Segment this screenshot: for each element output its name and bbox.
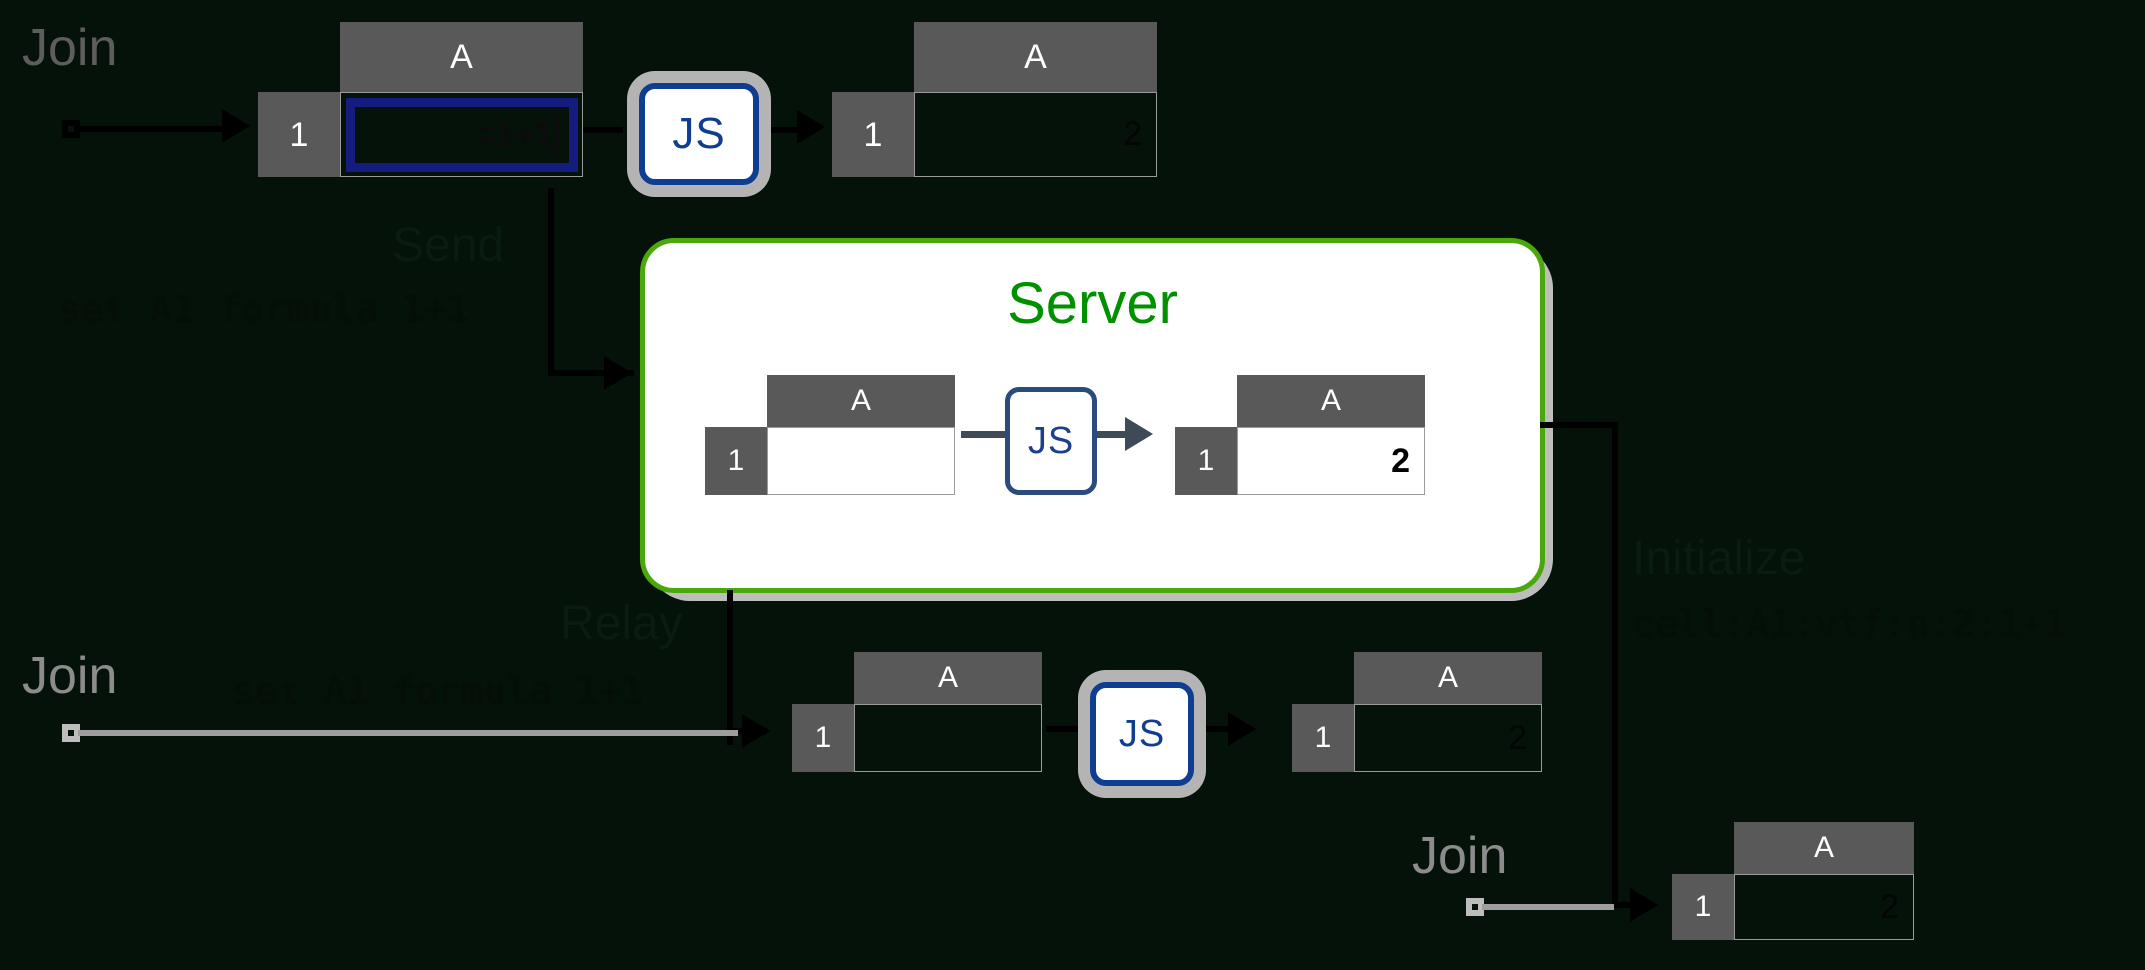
cell-a1-editing[interactable]: =1+1 [346,98,578,172]
column-header-a: A [854,652,1042,704]
join-marker-bottom [62,724,80,742]
row-header-1: 1 [258,92,340,177]
edge-bottom-sheet-to-js [1046,726,1090,732]
join-line-bottom [78,730,738,736]
cell-a1-new-client[interactable]: 2 [1734,874,1914,940]
sheet-bottom-after: A 1 2 [1292,652,1542,772]
relay-edge-arrowhead [742,714,770,748]
js-badge-top[interactable]: JS [639,83,759,185]
send-edge-arrowhead [604,356,632,390]
sheet-top-after: A 1 2 [832,22,1157,177]
join-arrowhead-top [222,109,250,143]
arrowhead-bottom-js [1228,712,1256,746]
arrowhead-top-js [797,110,825,144]
cell-a1-formula-text: =1+1 [475,115,553,154]
cell-a1-server-after[interactable]: 2 [1237,427,1425,495]
sheet-server-after: A 1 2 [1175,375,1425,495]
js-badge-bottom[interactable]: JS [1090,682,1194,786]
relay-edge-message: set A1 formula 1+1 [232,669,644,713]
column-header-a: A [767,375,955,427]
initialize-edge-hline-top [1540,422,1618,428]
relay-edge-vline [727,590,733,745]
join-label-top: Join [22,19,118,77]
join-marker-new [1466,898,1484,916]
cell-a1-server-before[interactable] [767,427,955,495]
edge-bottom-js-to-sheet [1196,726,1242,732]
server-panel: Server A 1 JS A 1 2 [640,238,1545,593]
column-header-a: A [914,22,1157,92]
join-line-new [1482,904,1614,910]
row-header-1: 1 [1292,704,1354,772]
row-header-1: 1 [832,92,914,177]
edge-server-js-to-sheet [1092,431,1142,438]
cell-a1-top-after[interactable]: 2 [914,92,1157,177]
arrowhead-server-js [1125,417,1153,451]
initialize-edge-arrowhead [1630,888,1658,922]
row-header-1: 1 [1672,874,1734,940]
column-header-a: A [1354,652,1542,704]
join-label-bottom: Join [22,647,118,705]
initialize-edge-vline [1612,422,1618,908]
column-header-a: A [1734,822,1914,874]
sheet-new-client: A 1 2 [1672,822,1914,940]
row-header-1: 1 [1175,427,1237,495]
js-badge-server[interactable]: JS [1005,387,1097,495]
cell-a1-top-before[interactable] [340,92,583,177]
edge-top-js-to-sheet [762,127,810,133]
column-header-a: A [1237,375,1425,427]
sheet-top-before: A 1 =1+1 [258,22,583,177]
edge-server-sheet-to-js [961,431,1007,438]
relay-edge-label: Relay [560,597,683,650]
column-header-a: A [340,22,583,92]
sheet-server-before: A 1 [705,375,955,495]
join-marker-top [62,120,80,138]
send-edge-label: Send [392,219,505,272]
row-header-1: 1 [705,427,767,495]
sheet-bottom-before: A 1 [792,652,1042,772]
send-edge-message: set A1 formula 1+1 [58,287,470,331]
join-label-new: Join [1412,827,1508,885]
initialize-edge-hline-bottom [1612,902,1647,908]
text-caret [556,118,559,152]
server-title: Server [1007,271,1178,336]
row-header-1: 1 [792,704,854,772]
cell-a1-bottom-before[interactable] [854,704,1042,772]
initialize-edge-message: cell:A1:vtf:n:2:1+1 [1632,602,2067,646]
edge-top-sheet-to-js [583,127,623,133]
cell-a1-bottom-after[interactable]: 2 [1354,704,1542,772]
send-edge-vline [548,188,554,376]
initialize-edge-label: Initialize [1632,532,1806,585]
send-edge-hline [548,370,634,376]
join-line-top [78,126,240,132]
